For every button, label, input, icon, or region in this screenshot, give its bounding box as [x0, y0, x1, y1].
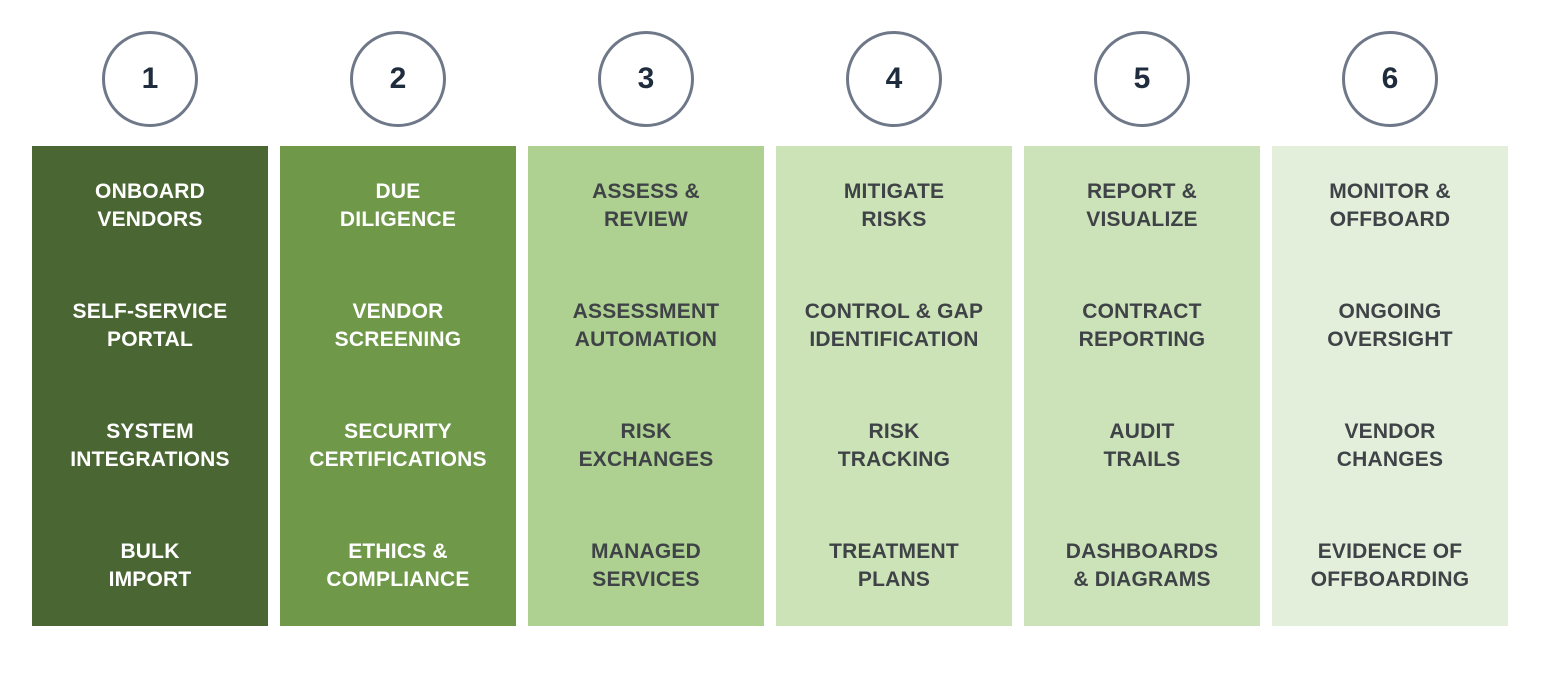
step-column-1: 1 ONBOARD VENDORS SELF-SERVICE PORTAL SY… [32, 31, 268, 626]
step-item: RISK EXCHANGES [578, 420, 714, 471]
step-number-circle: 2 [350, 31, 446, 127]
step-title: MONITOR & OFFBOARD [1329, 180, 1451, 231]
step-item: VENDOR SCREENING [334, 300, 462, 351]
step-item: ETHICS & COMPLIANCE [326, 540, 470, 591]
step-column-3: 3 ASSESS & REVIEW ASSESSMENT AUTOMATION … [528, 31, 764, 626]
step-number-circle: 6 [1342, 31, 1438, 127]
step-item: ASSESSMENT AUTOMATION [572, 300, 720, 351]
step-item: CONTROL & GAP IDENTIFICATION [804, 300, 984, 351]
process-diagram: 1 ONBOARD VENDORS SELF-SERVICE PORTAL SY… [32, 31, 1508, 626]
step-title: REPORT & VISUALIZE [1086, 180, 1198, 231]
step-item: TREATMENT PLANS [829, 540, 959, 591]
step-item: DASHBOARDS & DIAGRAMS [1065, 540, 1219, 591]
step-box: DUE DILIGENCE VENDOR SCREENING SECURITY … [280, 146, 516, 626]
step-column-2: 2 DUE DILIGENCE VENDOR SCREENING SECURIT… [280, 31, 516, 626]
step-box: ASSESS & REVIEW ASSESSMENT AUTOMATION RI… [528, 146, 764, 626]
step-number: 1 [141, 62, 159, 95]
step-number: 5 [1133, 62, 1151, 95]
step-item: MANAGED SERVICES [591, 540, 701, 591]
step-title: MITIGATE RISKS [843, 180, 945, 231]
step-column-6: 6 MONITOR & OFFBOARD ONGOING OVERSIGHT V… [1272, 31, 1508, 626]
step-number: 4 [885, 62, 903, 95]
step-item: BULK IMPORT [108, 540, 192, 591]
step-item: SECURITY CERTIFICATIONS [309, 420, 487, 471]
step-number-circle: 3 [598, 31, 694, 127]
step-title: DUE DILIGENCE [339, 180, 457, 231]
step-box: REPORT & VISUALIZE CONTRACT REPORTING AU… [1024, 146, 1260, 626]
step-number: 6 [1381, 62, 1399, 95]
step-number-circle: 4 [846, 31, 942, 127]
step-column-5: 5 REPORT & VISUALIZE CONTRACT REPORTING … [1024, 31, 1260, 626]
step-box: ONBOARD VENDORS SELF-SERVICE PORTAL SYST… [32, 146, 268, 626]
step-number-circle: 1 [102, 31, 198, 127]
step-number-circle: 5 [1094, 31, 1190, 127]
step-item: CONTRACT REPORTING [1078, 300, 1206, 351]
step-item: VENDOR CHANGES [1336, 420, 1444, 471]
step-number: 3 [637, 62, 655, 95]
step-item: RISK TRACKING [837, 420, 951, 471]
step-column-4: 4 MITIGATE RISKS CONTROL & GAP IDENTIFIC… [776, 31, 1012, 626]
step-box: MITIGATE RISKS CONTROL & GAP IDENTIFICAT… [776, 146, 1012, 626]
step-item: SYSTEM INTEGRATIONS [70, 420, 230, 471]
step-item: SELF-SERVICE PORTAL [72, 300, 228, 351]
step-box: MONITOR & OFFBOARD ONGOING OVERSIGHT VEN… [1272, 146, 1508, 626]
step-item: EVIDENCE OF OFFBOARDING [1310, 540, 1470, 591]
step-title: ASSESS & REVIEW [592, 180, 700, 231]
step-item: AUDIT TRAILS [1103, 420, 1181, 471]
step-item: ONGOING OVERSIGHT [1327, 300, 1453, 351]
step-title: ONBOARD VENDORS [95, 180, 205, 231]
step-number: 2 [389, 62, 407, 95]
